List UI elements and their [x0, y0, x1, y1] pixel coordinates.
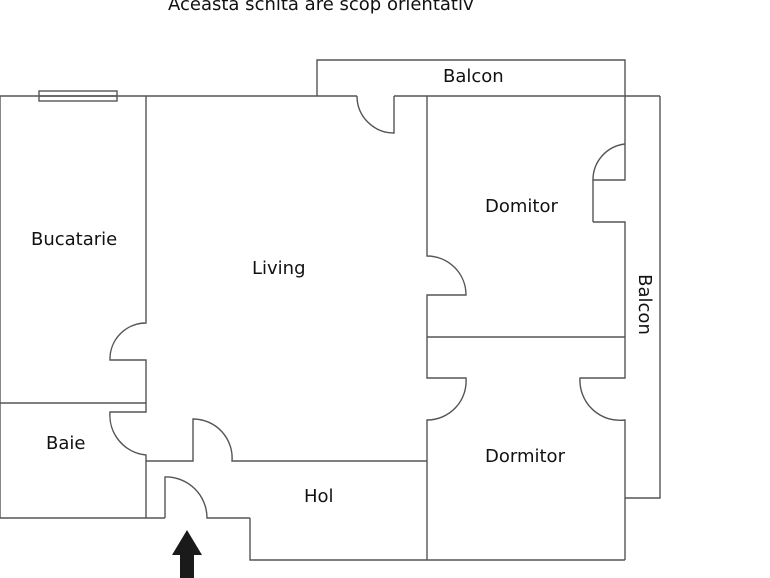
bathroom-wall — [109, 403, 147, 518]
room-domitor: Domitor — [485, 196, 558, 217]
kitchen-wall — [109, 96, 147, 403]
top-balcony-wall — [316, 59, 626, 96]
room-baie: Baie — [46, 433, 86, 454]
plan-title: Aceasta schita are scop orientativ — [168, 0, 474, 15]
middle-wall — [426, 96, 467, 560]
bottom-wall-right — [249, 518, 625, 561]
room-balcon-top: Balcon — [443, 66, 504, 87]
room-dormitor: Dormitor — [485, 446, 565, 467]
entrance-arrow-icon — [172, 530, 202, 578]
hall-top-wall — [146, 418, 427, 462]
room-living: Living — [252, 258, 306, 279]
balcony-door — [356, 95, 395, 134]
room-hol: Hol — [304, 486, 334, 507]
entrance-door — [164, 476, 250, 519]
right-balcony-wall — [625, 96, 661, 499]
room-balcon-right: Balcon — [633, 274, 655, 335]
bedroom-right-wall — [579, 96, 626, 560]
left-wall — [0, 96, 165, 519]
room-bucatarie: Bucatarie — [31, 229, 118, 250]
